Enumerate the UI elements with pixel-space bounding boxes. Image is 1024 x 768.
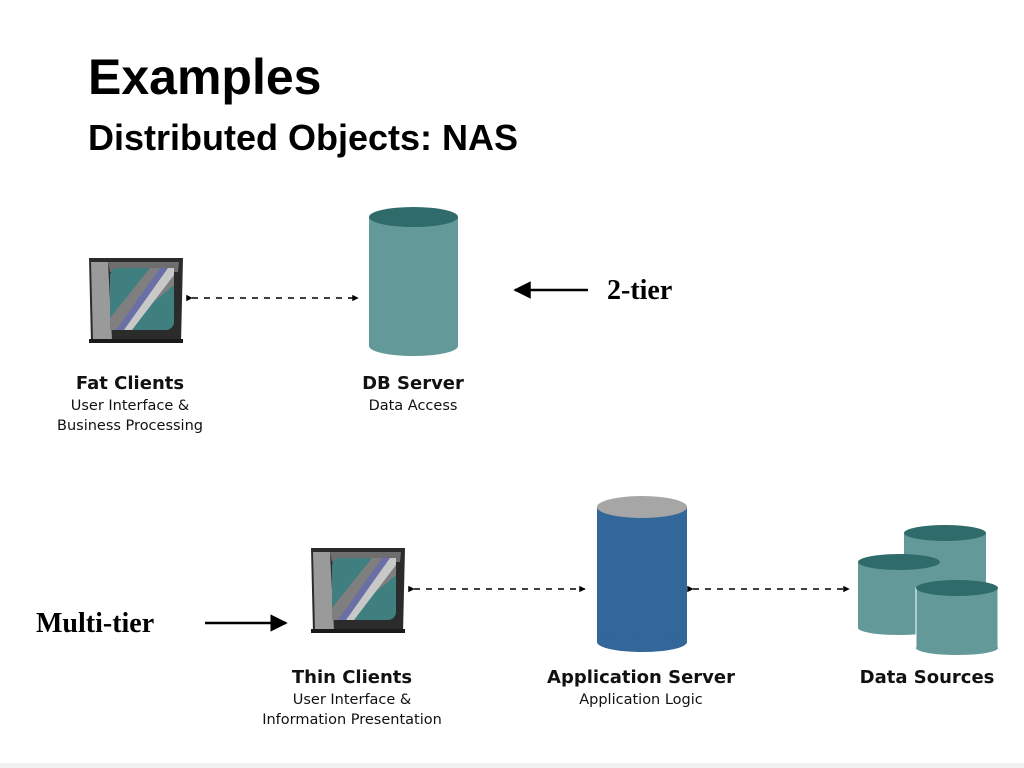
app-server-title: Application Server [547, 667, 735, 688]
app-server-cylinder-icon [597, 496, 687, 652]
thin-clients-line2: Information Presentation [262, 712, 442, 728]
fat-clients-title: Fat Clients [75, 373, 185, 394]
thin-client-monitor-icon [311, 548, 405, 633]
db-server-title: DB Server [362, 373, 464, 394]
multi-tier-label: Multi-tier [36, 608, 155, 639]
slide-subtitle: Distributed Objects: NAS [88, 117, 519, 158]
bottom-divider [0, 763, 1024, 768]
slide-title: Examples [88, 49, 322, 105]
thin-clients-title: Thin Clients [291, 667, 413, 688]
thin-clients-line1: User Interface & [292, 692, 412, 708]
data-sources-title: Data Sources [859, 667, 995, 688]
db-server-line1: Data Access [368, 398, 458, 414]
fat-clients-line2: Business Processing [57, 418, 203, 434]
fat-clients-line1: User Interface & [70, 398, 190, 414]
data-sources-cylinders-icon [858, 525, 999, 655]
two-tier-label: 2-tier [607, 275, 673, 306]
app-server-line1: Application Logic [579, 692, 703, 708]
fat-client-monitor-icon [89, 258, 183, 343]
db-server-cylinder-icon [369, 207, 458, 356]
